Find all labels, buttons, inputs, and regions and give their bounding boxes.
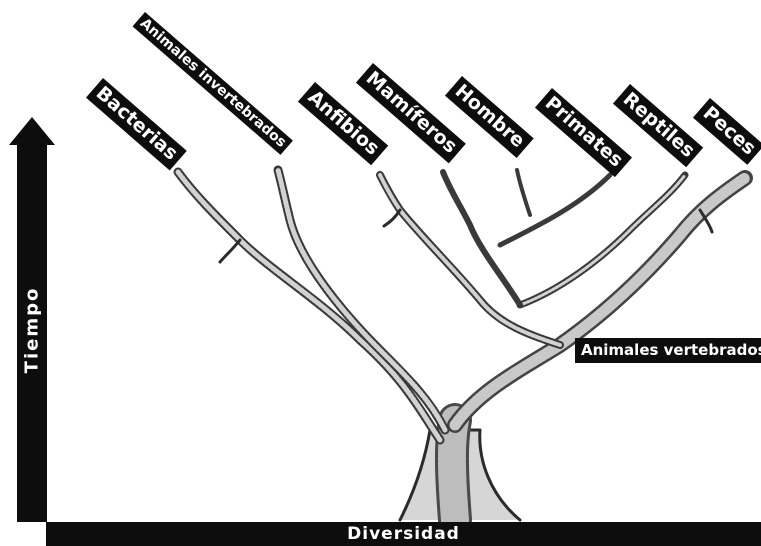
branch-primates [500,175,610,245]
time-axis-label: Tiempo [22,287,43,374]
branch-anfibios [380,175,560,345]
time-arrow-head [9,117,55,145]
branch-hombre [517,170,530,215]
label-vertebrados: Animales vertebrados [575,338,761,363]
diversity-axis: Diversidad [46,522,761,546]
branch-reptiles [520,175,685,305]
